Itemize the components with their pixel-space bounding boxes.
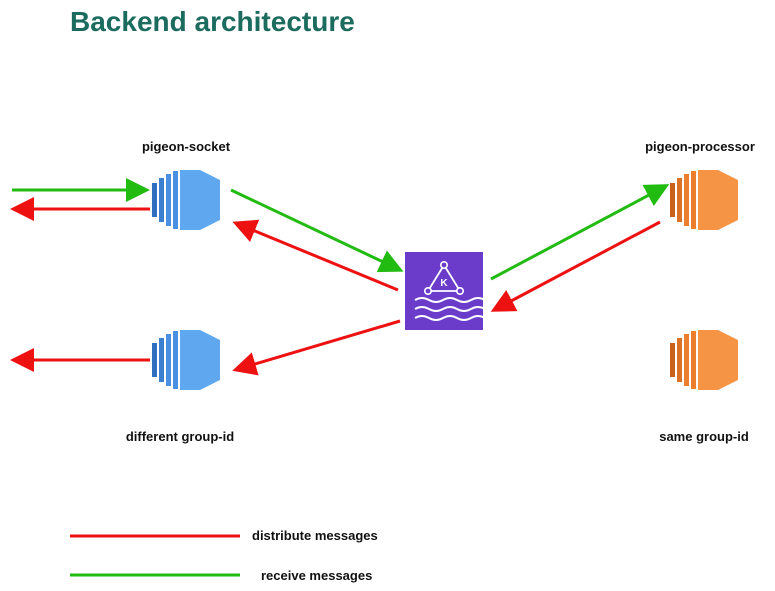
pigeon-socket-2-icon bbox=[152, 330, 220, 390]
pigeon-processor-2-icon bbox=[670, 330, 738, 390]
pigeon-socket-label: pigeon-socket bbox=[141, 139, 231, 154]
pigeon-socket-icon bbox=[152, 170, 220, 230]
kafka-letter: K bbox=[440, 278, 448, 289]
kafka-to-processor-arrow bbox=[490, 184, 670, 281]
socket-to-kafka-arrow bbox=[230, 188, 404, 273]
legend-distribute-label: distribute messages bbox=[252, 528, 378, 543]
different-group-id-label: different group-id bbox=[125, 429, 235, 444]
legend-receive-label: receive messages bbox=[261, 568, 373, 583]
kafka-to-socket2-arrow bbox=[232, 319, 401, 376]
page-title: Backend architecture bbox=[70, 6, 355, 37]
kafka-icon: K bbox=[405, 252, 486, 330]
processor-to-kafka-arrow bbox=[490, 220, 661, 312]
kafka-to-socket-arrow bbox=[232, 219, 399, 292]
same-group-id-label: same group-id bbox=[659, 429, 749, 444]
pigeon-processor-icon bbox=[670, 170, 738, 230]
pigeon-processor-label: pigeon-processor bbox=[645, 139, 755, 154]
